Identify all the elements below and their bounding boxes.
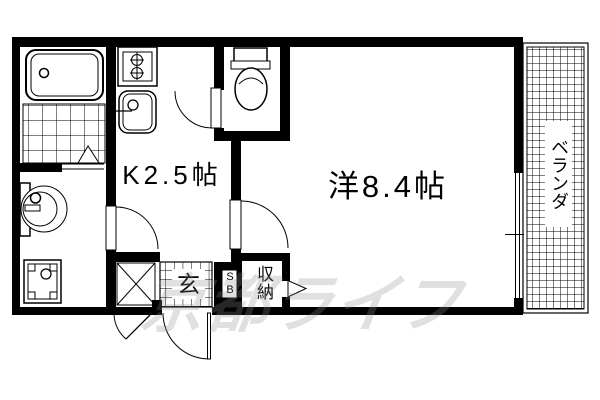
doors [105,87,308,360]
storage-label: 収納 [254,265,273,301]
outside-storage-door [113,314,151,340]
living-room-door [229,199,289,250]
washroom-door [105,205,159,251]
x-box-space-icon [116,262,156,306]
bathtub-icon [25,49,104,101]
balcony-label-box [545,121,572,227]
balcony-area [522,42,589,314]
balcony-label: ベランダ [549,138,569,210]
entrance-label: 玄 [177,271,200,297]
kitchen-sink-icon [118,90,157,134]
toilet-door [174,87,222,129]
entrance-tile [159,261,213,308]
bath-folding-door [62,145,104,170]
washbasin-icon [19,182,68,237]
washing-machine-pan-icon [23,259,62,304]
walls [12,37,523,315]
kitchen-counter [113,46,158,134]
living-room-label: 洋8.4帖 [327,169,449,204]
toilet-icon [230,47,271,111]
bathtub-drain [38,67,50,79]
entrance-door [162,312,211,360]
kitchen-label: K2.5帖 [122,160,222,190]
watermark-text: 京都ライフ [137,270,468,340]
storage-door-marker [287,279,308,298]
shoe-box-label: SB [224,271,236,297]
entrance-label-box [172,269,205,299]
balcony-window [505,173,524,298]
bathroom-area [22,49,106,170]
